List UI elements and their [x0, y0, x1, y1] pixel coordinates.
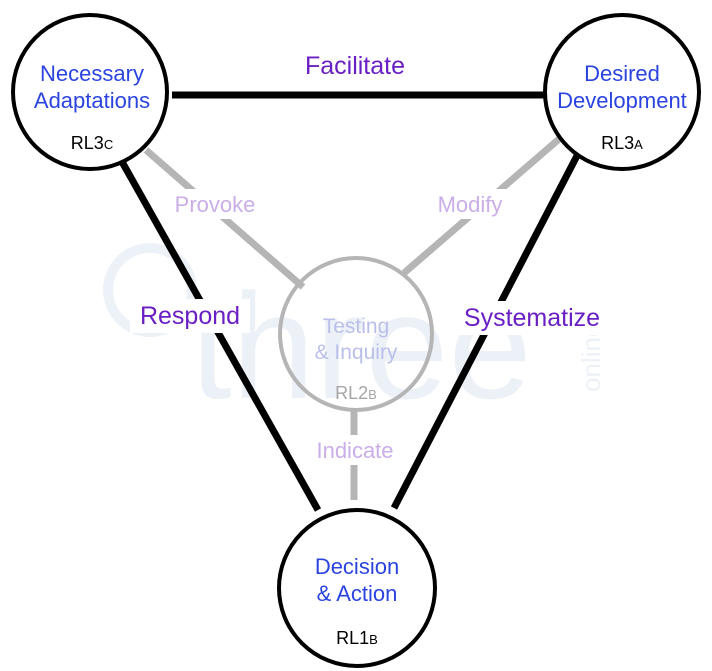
node-desired-development: Desired Development RL3A: [543, 13, 701, 171]
label-bg-modify: [424, 189, 516, 219]
node-title-line2: Adaptations: [34, 88, 150, 113]
node-circle: [278, 256, 434, 412]
node-title-line1: Decision: [315, 554, 399, 579]
node-code: RL3C: [71, 133, 113, 153]
node-necessary-adaptations: Necessary Adaptations RL3C: [11, 13, 169, 171]
edge-label-systematize: Systematize: [464, 304, 600, 332]
edge-label-provoke: Provoke: [175, 192, 256, 217]
node-circle: [543, 13, 701, 171]
node-testing-inquiry: Testing & Inquiry RL2B: [278, 256, 434, 412]
label-bg-respond: [130, 299, 250, 333]
label-bg-provoke: [164, 189, 266, 219]
outer-edge-left: [117, 158, 322, 512]
node-title-line1: Necessary: [40, 61, 144, 86]
node-title-line2: Development: [557, 88, 687, 113]
node-circle: [11, 13, 169, 171]
node-code: RL2B: [335, 383, 377, 403]
edge-label-modify: Modify: [438, 192, 503, 217]
node-code: RL3A: [601, 133, 643, 153]
node-circle: [277, 508, 437, 668]
edge-label-respond: Respond: [140, 302, 240, 330]
edge-label-indicate: Indicate: [316, 438, 393, 463]
label-bg-indicate: [306, 435, 404, 465]
node-decision-action: Decision & Action RL1B: [277, 508, 437, 668]
node-title-line1: Testing: [323, 315, 390, 338]
node-code: RL1B: [336, 628, 378, 648]
node-title-line2: & Action: [317, 581, 398, 606]
node-title-line1: Desired: [584, 61, 660, 86]
label-bg-systematize: [452, 301, 612, 335]
edge-label-facilitate: Facilitate: [305, 52, 405, 80]
node-title-line2: & Inquiry: [315, 341, 398, 364]
